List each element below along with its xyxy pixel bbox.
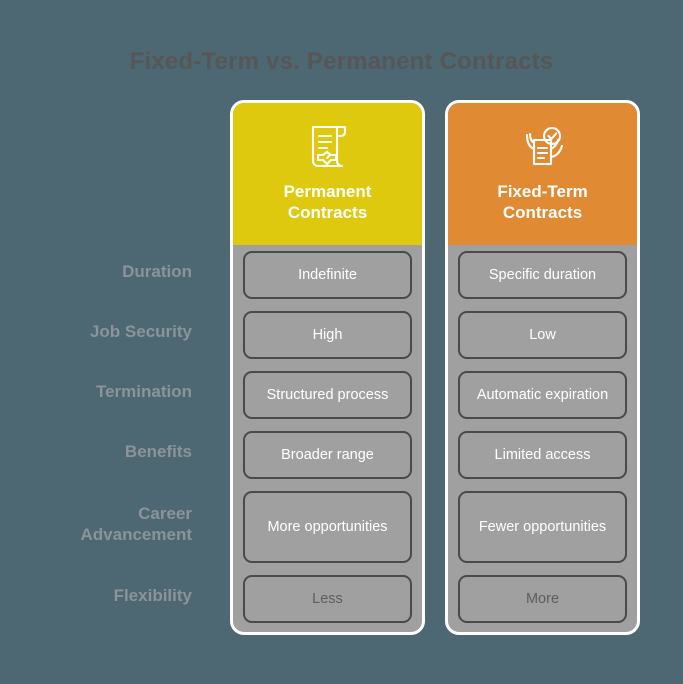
cell-fixed-term-duration: Specific duration [458, 251, 627, 299]
page-title: Fixed-Term vs. Permanent Contracts [129, 48, 554, 75]
row-label-column: Duration Job Security Termination Benefi… [0, 100, 212, 635]
row-label-flexibility: Flexibility [113, 586, 192, 606]
cell-permanent-duration: Indefinite [243, 251, 412, 299]
row-label-job-security: Job Security [89, 322, 192, 342]
cell-permanent-termination: Structured process [243, 371, 412, 419]
hands-document-check-icon [515, 119, 571, 175]
cell-fixed-term-career-advancement: Fewer opportunities [458, 491, 627, 563]
cell-fixed-term-flexibility: More [458, 575, 627, 623]
row-label-duration: Duration [122, 262, 192, 282]
row-label-career-advancement: Career Advancement [80, 503, 192, 544]
permanent-contracts-values: Indefinite High Structured process Broad… [233, 245, 422, 632]
cell-fixed-term-job-security: Low [458, 311, 627, 359]
comparison-table: Duration Job Security Termination Benefi… [0, 100, 683, 635]
row-label-termination: Termination [95, 382, 192, 402]
row-label-benefits: Benefits [124, 442, 192, 462]
contract-handshake-icon [300, 119, 356, 175]
cell-permanent-flexibility: Less [243, 575, 412, 623]
cell-permanent-career-advancement: More opportunities [243, 491, 412, 563]
cell-fixed-term-benefits: Limited access [458, 431, 627, 479]
permanent-contracts-title: Permanent Contracts [283, 182, 372, 223]
cell-permanent-job-security: High [243, 311, 412, 359]
permanent-contracts-header: Permanent Contracts [233, 103, 422, 245]
cell-fixed-term-termination: Automatic expiration [458, 371, 627, 419]
column-permanent-contracts: Permanent Contracts Indefinite High Stru… [230, 100, 425, 635]
column-fixed-term-contracts: Fixed-Term Contracts Specific duration L… [445, 100, 640, 635]
fixed-term-contracts-header: Fixed-Term Contracts [448, 103, 637, 245]
fixed-term-contracts-values: Specific duration Low Automatic expirati… [448, 245, 637, 632]
fixed-term-contracts-title: Fixed-Term Contracts [497, 182, 588, 223]
cell-permanent-benefits: Broader range [243, 431, 412, 479]
